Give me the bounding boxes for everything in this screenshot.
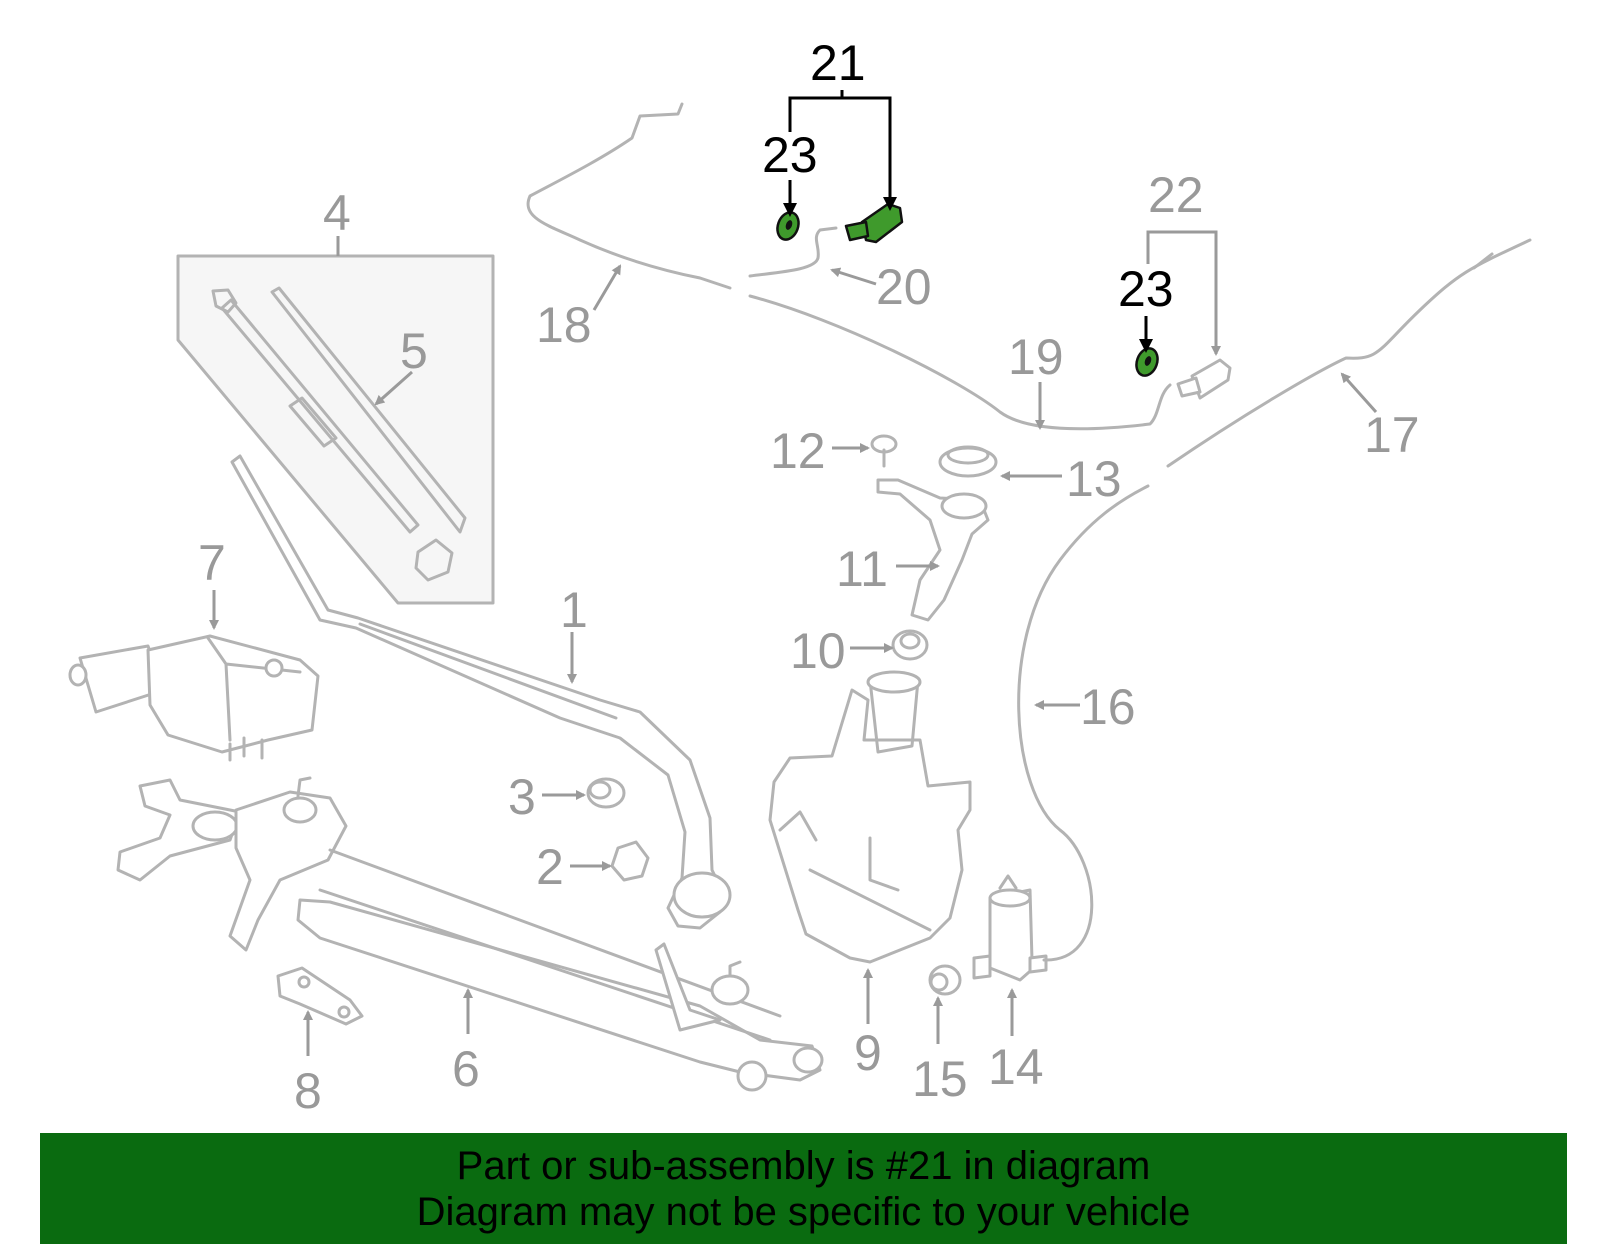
callout-14: 14 (988, 1039, 1044, 1095)
callout-19: 19 (1008, 329, 1064, 385)
callout-18: 18 (536, 297, 592, 353)
callout-7: 7 (198, 535, 226, 591)
callout-20: 20 (876, 259, 932, 315)
seal-23-right (1135, 347, 1159, 377)
banner-line-2: Diagram may not be specific to your vehi… (416, 1190, 1191, 1234)
nozzle-22 (1176, 358, 1232, 400)
washer-reservoir (768, 670, 972, 964)
info-banner: Part or sub-assembly is #21 in diagram D… (40, 1133, 1567, 1244)
filler-cap (938, 445, 998, 478)
wiper-arm (230, 454, 732, 930)
callout-22: 22 (1148, 167, 1204, 223)
callout-17: 17 (1364, 407, 1420, 463)
pivot-cap (586, 777, 626, 809)
gray-leaders (209, 230, 1378, 1056)
callout-23-right: 23 (1118, 261, 1174, 317)
nozzle-21 (844, 202, 904, 244)
hose-18 (526, 102, 732, 290)
hose-20 (748, 226, 838, 278)
pivot-nut (610, 840, 650, 882)
callout-6: 6 (452, 1041, 480, 1097)
washer-pump (972, 874, 1048, 982)
callout-3: 3 (508, 769, 536, 825)
wiper-motor (68, 634, 320, 762)
filler-neck (876, 478, 990, 622)
pump-grommet (928, 964, 962, 996)
callout-13: 13 (1066, 451, 1122, 507)
seal-23-left (776, 211, 800, 241)
callout-5: 5 (400, 323, 428, 379)
callout-10: 10 (790, 623, 846, 679)
callout-16: 16 (1080, 679, 1136, 735)
callout-1: 1 (560, 582, 588, 638)
filler-clip (870, 434, 898, 468)
linkage-bracket (276, 966, 364, 1026)
filler-neck-seal (891, 629, 929, 661)
hose-16 (1017, 484, 1150, 962)
callout-2: 2 (536, 839, 564, 895)
callout-12: 12 (770, 423, 826, 479)
callout-21: 21 (810, 35, 866, 91)
callout-9: 9 (854, 1025, 882, 1081)
callout-15: 15 (912, 1051, 968, 1107)
hose-17 (1166, 238, 1532, 468)
callout-23-left: 23 (762, 127, 818, 183)
wiper-blade-kit-box (176, 254, 495, 605)
hose-19 (748, 294, 1172, 431)
wiper-linkage (116, 776, 824, 1092)
callout-4: 4 (323, 185, 351, 241)
callout-8: 8 (294, 1063, 322, 1119)
callout-11: 11 (836, 541, 888, 597)
callout-labels: 1 2 3 4 5 6 7 8 9 10 11 12 13 14 15 16 1… (198, 35, 1420, 1119)
banner-line-1: Part or sub-assembly is #21 in diagram (456, 1144, 1151, 1188)
black-leaders (783, 90, 1153, 353)
